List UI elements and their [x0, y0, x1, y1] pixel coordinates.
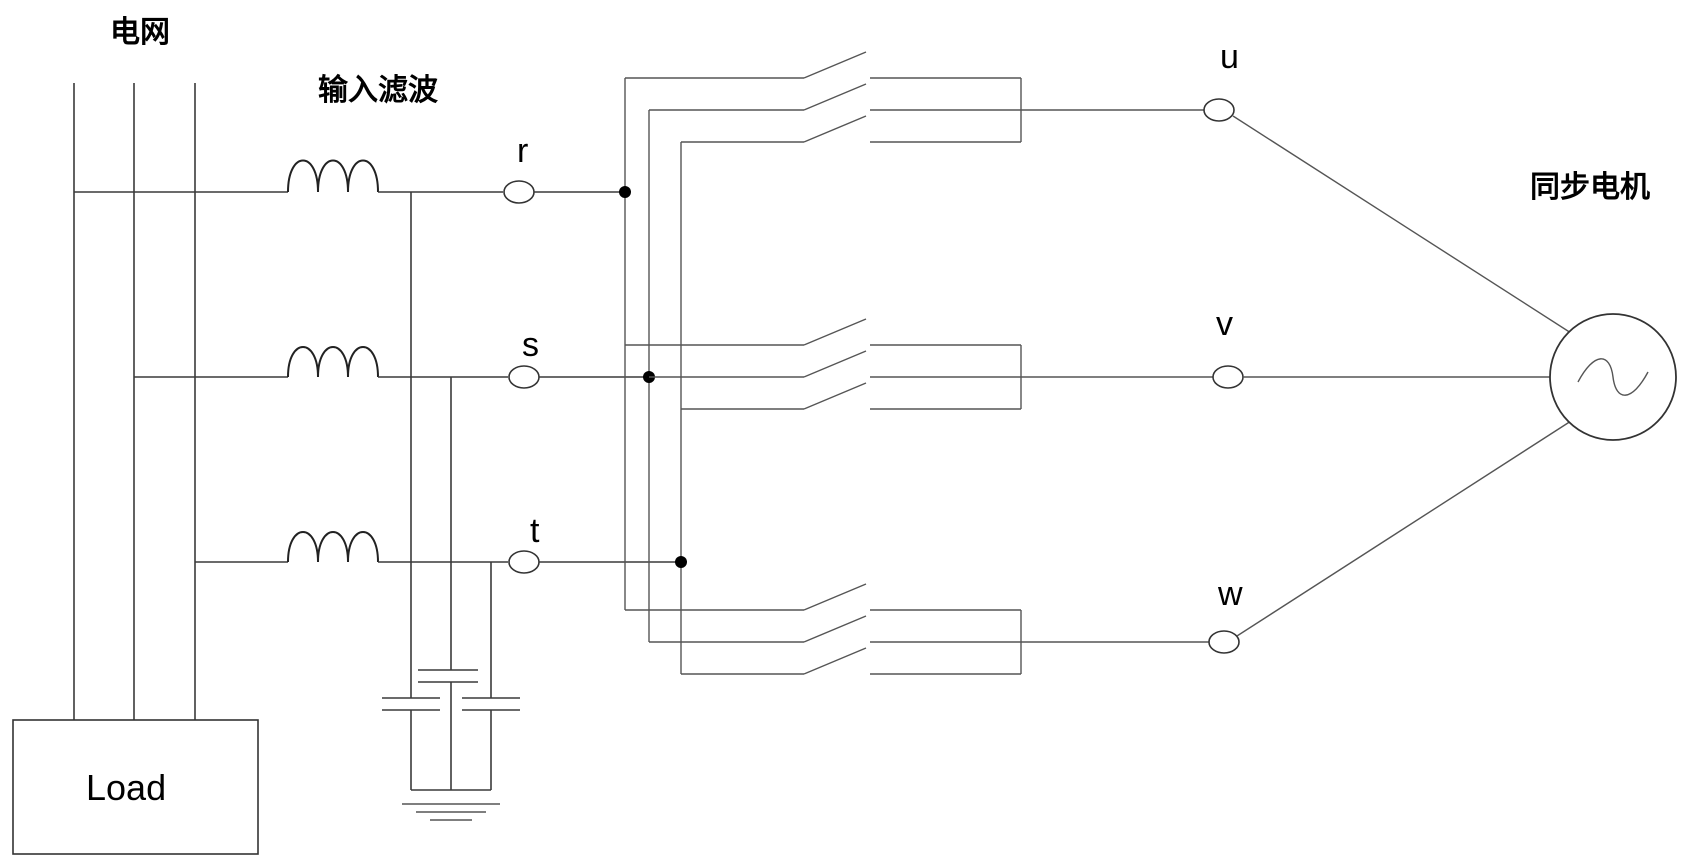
junction-t — [675, 556, 687, 568]
switch-icon — [803, 318, 867, 410]
input-terminal-s: s — [508, 326, 540, 389]
capacitor-icon — [462, 697, 520, 711]
inductor-r — [287, 159, 379, 193]
switch-icon — [803, 583, 867, 675]
switch-group-w — [625, 583, 1022, 675]
terminal-label-t: t — [530, 512, 540, 550]
input-terminal-r: r — [503, 132, 535, 204]
input-feed-lines — [534, 191, 681, 563]
phase-lines-grid — [74, 191, 288, 563]
switch-group-u — [625, 51, 1022, 143]
grid-label: 电网 — [110, 15, 170, 50]
motor-label: 同步电机 — [1530, 170, 1650, 205]
terminal-label-s: s — [522, 326, 539, 364]
terminal-label-w: w — [1217, 575, 1243, 613]
junction-r — [619, 186, 631, 198]
output-lines — [1021, 109, 1213, 643]
inductor-t — [287, 531, 379, 563]
switch-icon — [803, 51, 867, 143]
terminal-label-u: u — [1220, 38, 1239, 76]
ground-icon — [402, 803, 500, 821]
capacitor-icon — [418, 669, 478, 683]
input-filter-label: 输入滤波 — [318, 73, 439, 108]
capacitor-bank — [382, 192, 520, 821]
output-terminal-v: v — [1212, 305, 1244, 389]
capacitor-icon — [382, 697, 440, 711]
synchronous-motor — [1549, 313, 1677, 441]
output-terminal-w: w — [1208, 575, 1243, 654]
grid-bus — [73, 83, 196, 720]
filter-lines — [378, 191, 508, 563]
motor-lines — [1232, 115, 1586, 637]
inductor-coil-icon — [287, 159, 379, 193]
inductor-coil-icon — [287, 346, 379, 378]
output-terminal-u: u — [1203, 38, 1239, 122]
load-box: Load — [12, 719, 259, 855]
inductor-s — [287, 346, 379, 378]
load-label: Load — [86, 767, 166, 808]
terminal-label-r: r — [517, 132, 528, 170]
input-terminal-t: t — [508, 512, 540, 574]
inductor-coil-icon — [287, 531, 379, 563]
terminal-label-v: v — [1216, 305, 1233, 343]
switch-group-v — [625, 318, 1022, 410]
